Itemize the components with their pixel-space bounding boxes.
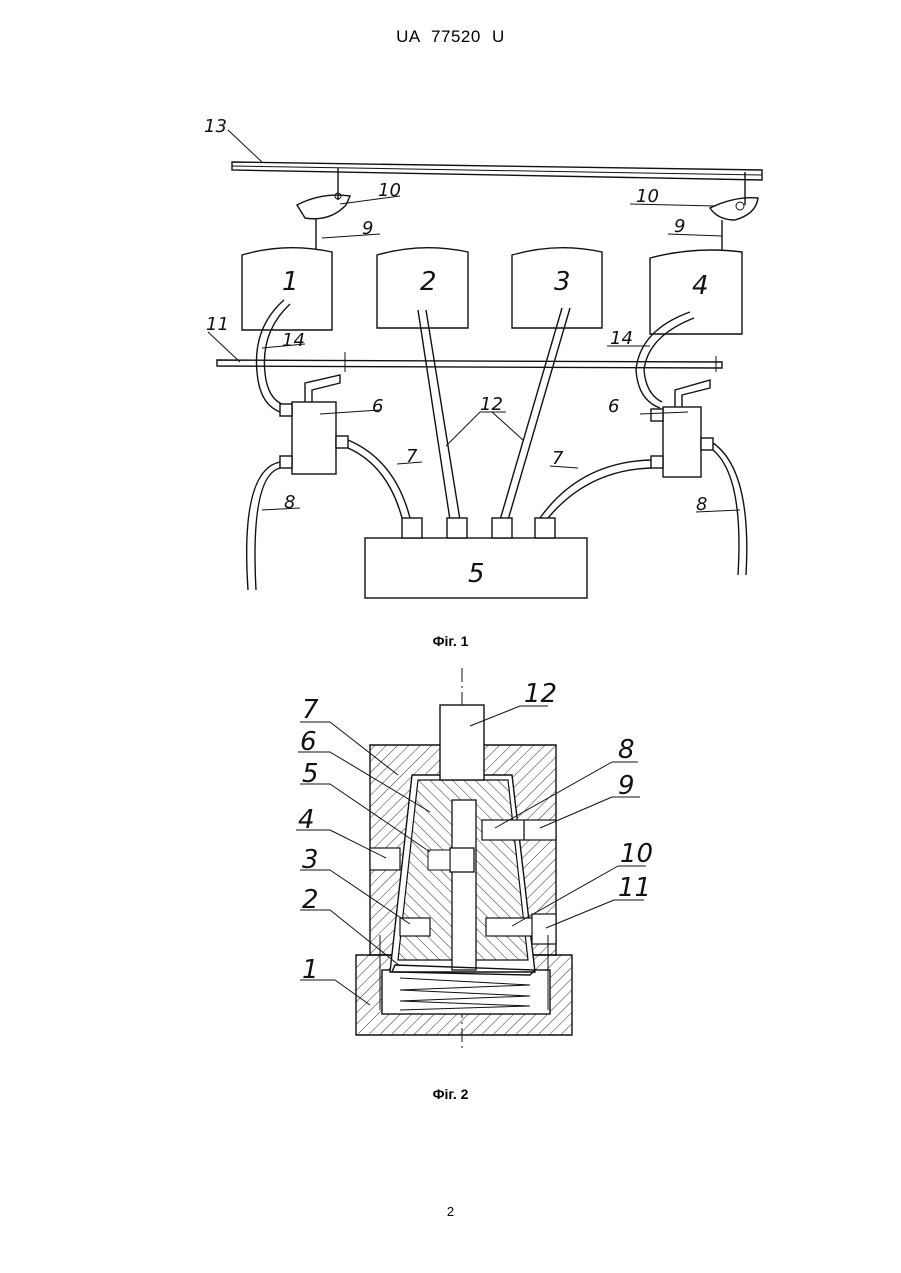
- fig2-label-7: 7: [302, 695, 319, 725]
- fig2-label-3: 3: [302, 845, 319, 875]
- figure-1-caption: Фіг. 1: [0, 633, 901, 649]
- fig2-label-4: 4: [298, 805, 315, 835]
- page-number: 2: [0, 1204, 901, 1219]
- fig2-label-8: 8: [618, 735, 635, 765]
- fig1-label-8-left: 8: [284, 492, 295, 513]
- fig1-label-10-left: 10: [378, 180, 401, 201]
- fig2-label-12: 12: [524, 679, 557, 709]
- figure-1-drawing: 13 10 10 9 9 1 2 3 4 11 14 14 6 6 12 7 7…: [0, 0, 901, 640]
- fig1-label-11: 11: [206, 314, 229, 335]
- fig2-label-1: 1: [302, 955, 319, 985]
- fig1-label-6-right: 6: [608, 396, 619, 417]
- fig1-label-1: 1: [282, 267, 299, 297]
- fig1-label-2: 2: [420, 267, 437, 297]
- fig1-label-5: 5: [468, 559, 485, 589]
- fig1-label-12: 12: [480, 394, 503, 415]
- fig1-label-7-right: 7: [552, 448, 564, 469]
- fig1-label-14-right: 14: [610, 328, 633, 349]
- fig1-label-13: 13: [204, 116, 227, 137]
- fig1-label-3: 3: [554, 267, 571, 297]
- fig1-label-14-left: 14: [282, 330, 305, 351]
- fig2-label-6: 6: [300, 727, 317, 757]
- fig2-label-5: 5: [302, 759, 319, 789]
- fig1-label-9-right: 9: [674, 216, 685, 237]
- fig1-label-10-right: 10: [636, 186, 659, 207]
- unit-6-left: [292, 402, 336, 474]
- figure-2-drawing: 7 6 5 4 3 2 1 12 8 9 10 11: [0, 660, 901, 1080]
- fig1-label-8-right: 8: [696, 494, 707, 515]
- shaft-12: [440, 705, 484, 780]
- figure-2-caption: Фіг. 2: [0, 1086, 901, 1102]
- fig2-label-2: 2: [302, 885, 319, 915]
- unit-6-right: [663, 407, 701, 477]
- fig1-label-6-left: 6: [372, 396, 383, 417]
- fig2-label-9: 9: [618, 771, 635, 801]
- cam-10-right: [710, 198, 758, 220]
- fig1-label-4: 4: [692, 271, 709, 301]
- fig2-label-10: 10: [620, 839, 653, 869]
- fig1-label-7-left: 7: [406, 446, 418, 467]
- fig2-label-11: 11: [618, 873, 651, 903]
- rail-13: [232, 162, 762, 180]
- cam-10-left: [297, 195, 350, 219]
- fig1-label-9-left: 9: [362, 218, 373, 239]
